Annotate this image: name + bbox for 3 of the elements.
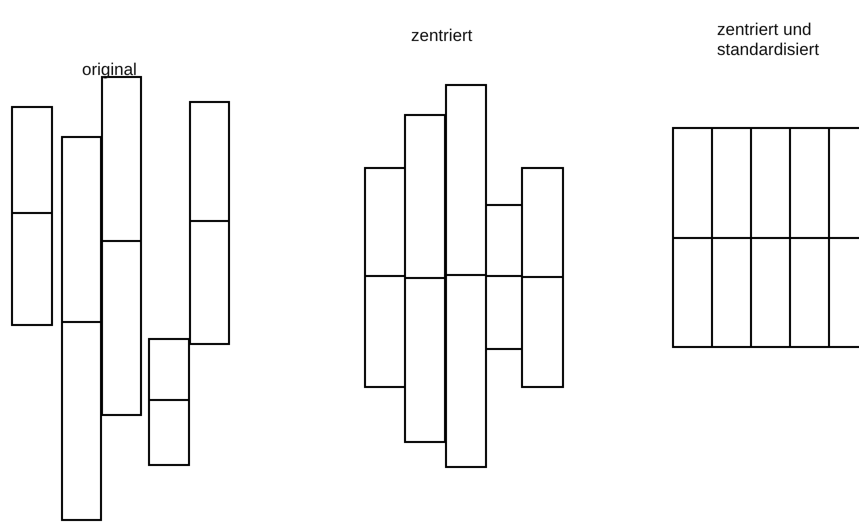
panel-title: zentriert xyxy=(411,26,472,46)
panel-title: zentriert und standardisiert xyxy=(717,20,820,60)
panel-title: original xyxy=(82,60,137,80)
